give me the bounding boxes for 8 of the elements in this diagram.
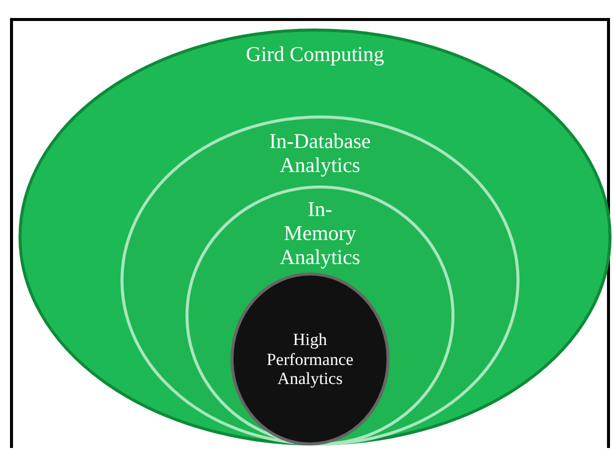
circle [230,272,390,446]
node-label: In-Database Analytics [268,129,372,178]
ellipse [18,28,612,446]
node-label: In- Memory Analytics [278,197,362,270]
ellipse [185,185,455,446]
node-label: Gird Computing [245,42,385,66]
node-label: High Performance Analytics [266,330,354,389]
ellipse [120,115,520,446]
